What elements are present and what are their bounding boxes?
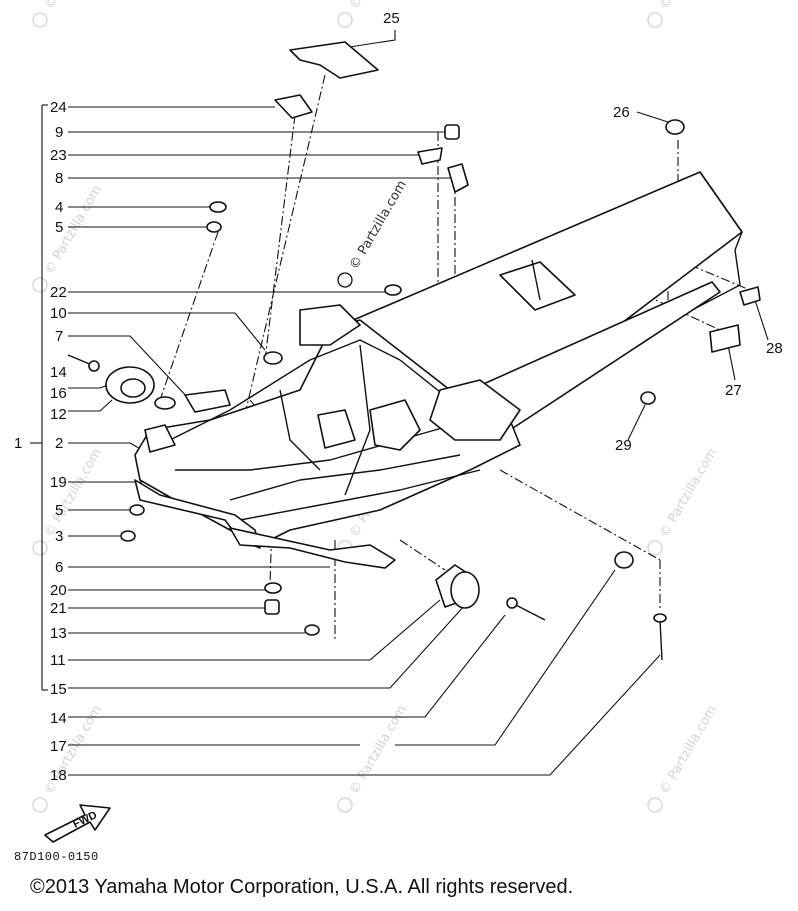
part-20-grommet xyxy=(264,582,282,594)
part-5-grommet xyxy=(206,221,222,233)
side-bracket xyxy=(144,424,176,453)
right-tower xyxy=(429,379,521,441)
callout-16: 16 xyxy=(50,385,67,402)
callout-15: 15 xyxy=(50,681,67,698)
frame-assembly xyxy=(134,171,743,569)
callout-27: 27 xyxy=(725,382,742,399)
front-crossmember xyxy=(134,479,261,549)
callout-1: 1 xyxy=(14,435,22,452)
callout-9: 9 xyxy=(55,124,63,141)
mount-bracket xyxy=(184,389,231,413)
part-18-pin xyxy=(653,613,667,623)
copyright-notice: ©2013 Yamaha Motor Corporation, U.S.A. A… xyxy=(30,876,574,898)
watermark: © Partzilla.com xyxy=(42,0,105,12)
left-tower xyxy=(299,304,361,346)
callout-13: 13 xyxy=(50,625,67,642)
callout-2: 2 xyxy=(55,435,63,452)
watermark: © Partzilla.com xyxy=(42,446,105,540)
callout-23: 23 xyxy=(50,147,67,164)
callout-26: 26 xyxy=(613,104,630,121)
callout-24: 24 xyxy=(50,99,67,116)
callout-12: 12 xyxy=(50,406,67,423)
part-5b-grommet xyxy=(129,504,145,516)
part-26-plug xyxy=(665,119,685,135)
callout-5: 5 xyxy=(55,219,63,236)
callout-4: 4 xyxy=(55,199,63,216)
part-9-grommet xyxy=(444,124,460,140)
diagram-code: 87D100-0150 xyxy=(14,850,99,864)
part-29-plug xyxy=(640,391,656,405)
part-28-clip xyxy=(739,286,761,306)
callout-6: 6 xyxy=(55,559,63,576)
watermark: © Partzilla.com xyxy=(657,703,720,797)
part-22-grommet xyxy=(384,284,402,296)
callout-5b: 5 xyxy=(55,502,63,519)
part-14b-rivet xyxy=(506,597,518,609)
watermark: © Partzilla.com xyxy=(657,446,720,540)
part-3-grommet xyxy=(120,530,136,542)
leader-lines xyxy=(68,30,769,776)
part-24-pad xyxy=(274,94,313,119)
part-15-plate xyxy=(450,571,480,609)
part-21-collar xyxy=(264,599,280,615)
part-10-washer xyxy=(263,351,283,365)
callout-20: 20 xyxy=(50,582,67,599)
part-27-label xyxy=(709,324,741,353)
callout-bracket: 1 xyxy=(14,104,48,691)
callout-18: 18 xyxy=(50,767,67,784)
callout-7: 7 xyxy=(55,328,63,345)
lower-rail xyxy=(229,527,396,569)
callout-21: 21 xyxy=(50,600,67,617)
callout-3: 3 xyxy=(55,528,63,545)
part-8-bracket xyxy=(447,163,469,193)
part-14-bolt xyxy=(88,360,100,372)
callout-8: 8 xyxy=(55,170,63,187)
center-block xyxy=(369,399,421,451)
right-callouts: 25 26 28 27 29 xyxy=(383,10,783,454)
callout-14b: 14 xyxy=(50,710,67,727)
callout-22: 22 xyxy=(50,284,67,301)
watermark: © Partzilla.com xyxy=(657,0,720,12)
callout-19: 19 xyxy=(50,474,67,491)
left-callouts: 24 9 23 8 4 5 22 10 7 14 16 12 2 19 5 3 … xyxy=(50,99,67,784)
part-4-grommet xyxy=(209,201,227,213)
part-25-pad xyxy=(289,41,379,79)
watermark: © Partzilla.com xyxy=(42,183,105,277)
callout-28: 28 xyxy=(766,340,783,357)
fwd-arrow: FWD xyxy=(44,804,111,843)
callout-29: 29 xyxy=(615,437,632,454)
watermark: © Partzilla.com xyxy=(347,0,410,12)
callout-11: 11 xyxy=(50,652,66,669)
part-13-washer xyxy=(304,624,320,636)
callout-25: 25 xyxy=(383,10,400,27)
callout-10: 10 xyxy=(50,305,67,322)
part-12-ring xyxy=(154,396,176,410)
callout-17: 17 xyxy=(50,738,67,755)
part-17-cap xyxy=(614,551,634,569)
small-parts xyxy=(67,41,761,661)
callout-14: 14 xyxy=(50,364,67,381)
center-plate xyxy=(317,409,356,449)
watermark: © Partzilla.com xyxy=(347,178,410,272)
part-23-tab xyxy=(417,147,443,165)
